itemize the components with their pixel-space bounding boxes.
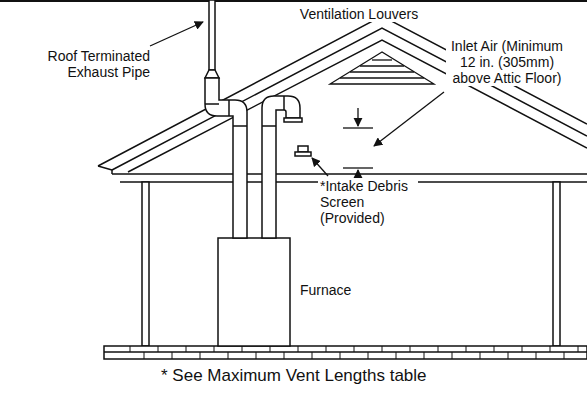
exhaust-pipe-label: Roof Terminated Exhaust Pipe [20, 48, 152, 80]
screen-label: *Intake Debris Screen (Provided) [318, 178, 418, 226]
inlet-air-label: Inlet Air (Minimum 12 in. (305mm) above … [446, 38, 568, 86]
caption: * See Maximum Vent Lengths table [161, 366, 427, 386]
furnace-label: Furnace [298, 282, 372, 298]
louvers-label: Ventilation Louvers [282, 6, 436, 22]
